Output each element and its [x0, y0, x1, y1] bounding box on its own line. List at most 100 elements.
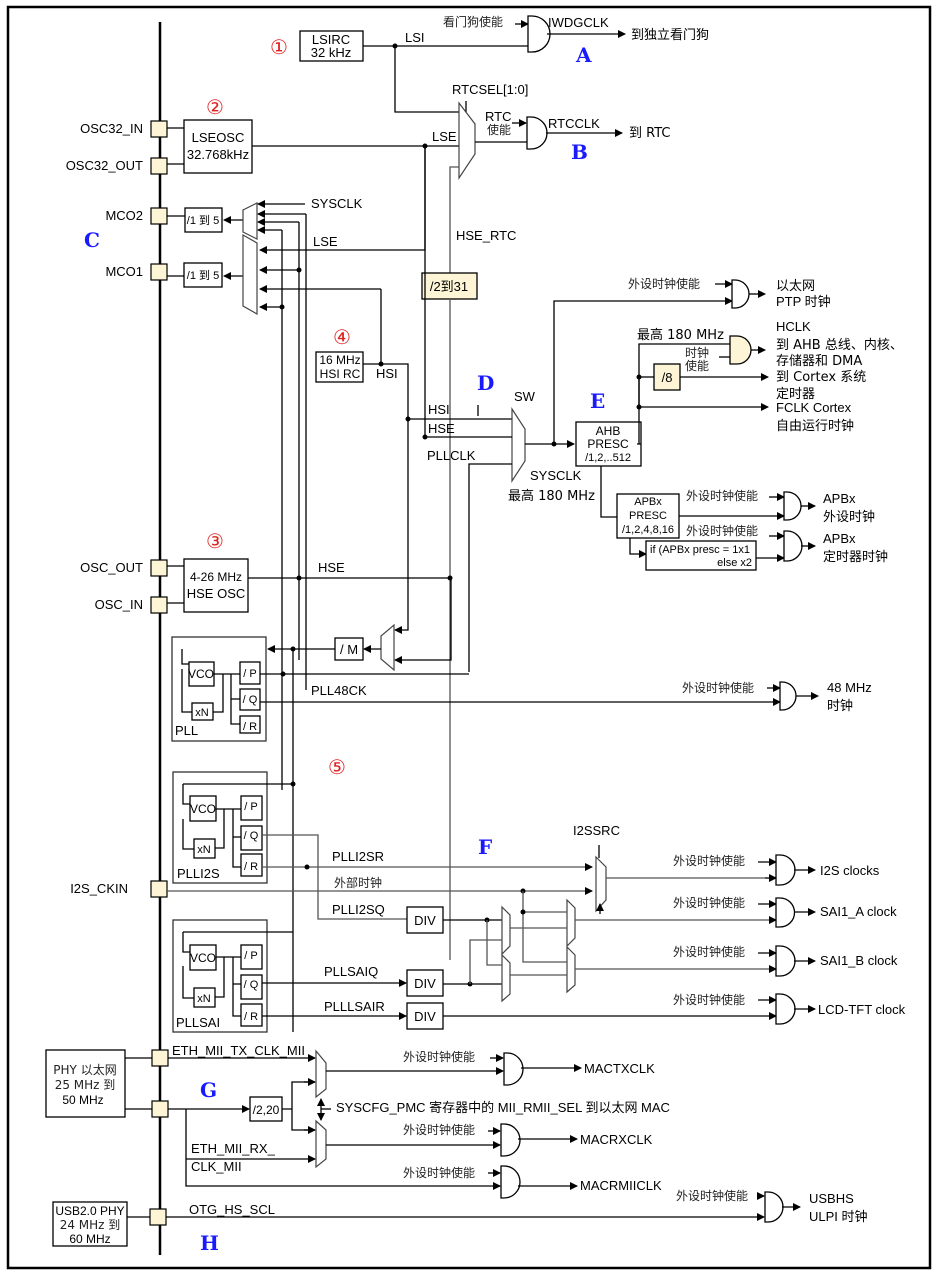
- pll-xn: xN: [195, 707, 209, 719]
- sai-a-and-gate: [775, 897, 796, 928]
- eth-rx-label-2: CLK_MII: [191, 1159, 242, 1174]
- ahb-label-3: /1,2,..512: [585, 452, 631, 464]
- eth-tx-label: ETH_MII_TX_CLK_MII: [172, 1043, 305, 1058]
- lseosc-label: LSEOSC: [192, 130, 245, 145]
- pll-r: / R: [243, 721, 257, 733]
- sai-b-and-gate: [775, 945, 796, 977]
- ahb-label-2: PRESC: [587, 437, 629, 451]
- apb-enable-label-2: 外设时钟使能: [686, 523, 758, 538]
- apb-label-2: PRESC: [629, 510, 667, 522]
- usb-phy-label-1: USB2.0 PHY: [55, 1204, 124, 1218]
- ahb-label-1: AHB: [596, 424, 621, 438]
- pll-source-mux: [380, 623, 395, 672]
- i2s-ckin-label: I2S_CKIN: [70, 881, 128, 896]
- sysclk-mco-label: SYSCLK: [311, 196, 363, 211]
- ptp-enable-label: 外设时钟使能: [628, 276, 700, 291]
- plli2s-name: PLLI2S: [177, 866, 220, 881]
- lsirc-freq: 32 kHz: [311, 45, 351, 60]
- apb-timer-label-1: if (APBx presc = 1x1: [650, 544, 750, 556]
- lse-label: LSE: [432, 129, 457, 144]
- apb-prescaler: [616, 493, 680, 539]
- eth-divider-label: /2,20: [253, 1103, 280, 1117]
- mco2-divider-label: /1 到 5: [187, 214, 219, 227]
- clk48-enable-label: 外设时钟使能: [682, 680, 754, 695]
- pllsai-xn: xN: [197, 993, 211, 1005]
- plli2s-q: / Q: [244, 830, 259, 842]
- pllsaiq-label: PLLSAIQ: [324, 964, 378, 979]
- usb-and-gate: [764, 1191, 784, 1223]
- pll-p: / P: [243, 668, 256, 680]
- sai-b-mux-2: [566, 945, 576, 994]
- hse-label: HSE: [318, 560, 345, 575]
- syscfg-label: SYSCFG_PMC 寄存器中的 MII_RMII_SEL 到以太网 MAC: [336, 1100, 670, 1115]
- hclk-and-gate: [729, 335, 752, 365]
- mco2-pin: [150, 207, 168, 225]
- sysclk-max-label: 最高 180 MHz: [508, 488, 595, 504]
- hclk-max-label: 最高 180 MHz: [637, 327, 724, 343]
- phy-eth-label-3: 50 MHz: [62, 1093, 103, 1107]
- hsirc-label: HSI RC: [320, 367, 361, 381]
- marker-1: ①: [270, 35, 288, 59]
- mco2-mux: [242, 202, 258, 240]
- usb-phy-label-3: 60 MHz: [69, 1232, 110, 1246]
- pll-main-block: VCO xN / P / Q / R PLL: [171, 636, 267, 742]
- rtcsel-label: RTCSEL[1:0]: [452, 82, 528, 97]
- pllsai-r: / R: [244, 1011, 258, 1023]
- lcd-tft-label: LCD-TFT clock: [818, 1002, 906, 1017]
- sai-b-enable-label: 外设时钟使能: [673, 944, 745, 959]
- ptp-and-gate: [731, 279, 750, 309]
- hsi-label: HSI: [376, 366, 398, 381]
- pllsai-block: VCO xN / P / Q / R PLLSAI: [172, 919, 293, 1033]
- mactx-enable-label: 外设时钟使能: [403, 1049, 475, 1064]
- hclk-label: HCLK: [776, 319, 811, 334]
- apb-timer-out-label-1: APBx: [823, 531, 856, 546]
- sysclk-label: SYSCLK: [530, 468, 582, 483]
- cortex-timer-label-1: 到 Cortex 系统: [776, 370, 866, 385]
- plli2sq-div-label: DIV: [414, 913, 436, 928]
- lsi-label: LSI: [405, 30, 425, 45]
- hseosc-freq: 4-26 MHz: [190, 570, 242, 584]
- lcd-enable-label: 外设时钟使能: [673, 992, 745, 1007]
- plllsair-div-label: DIV: [414, 1009, 436, 1024]
- mco2-label: MCO2: [105, 208, 143, 223]
- i2s-and-gate: [775, 854, 796, 886]
- apb-timer-and-gate: [783, 530, 803, 562]
- diagram-frame: [6, 5, 932, 1270]
- osc32-in-label: OSC32_IN: [80, 121, 143, 136]
- osc-in-pin: [150, 596, 168, 614]
- lcd-and-gate: [775, 993, 796, 1025]
- clk48-label-1: 48 MHz: [827, 680, 872, 695]
- sai-a-mux-2: [566, 898, 576, 948]
- eth-rx-mux: [315, 1119, 327, 1169]
- macrmii-and-gate: [500, 1165, 521, 1199]
- clk48-label-2: 时钟: [827, 698, 853, 714]
- eth-rx-label-1: ETH_MII_RX_: [191, 1141, 276, 1156]
- marker-A: A: [575, 43, 592, 67]
- plli2s-vco: VCO: [190, 802, 216, 816]
- usb-enable-label: 外设时钟使能: [676, 1188, 748, 1203]
- mactxclk-label: MACTXCLK: [584, 1061, 655, 1076]
- to-rtc-label: 到 RTC: [629, 126, 670, 141]
- eth-ptp-label-2: PTP 时钟: [776, 294, 831, 309]
- apb-timer-label-2: else x2: [717, 557, 752, 569]
- otg-hs-label: OTG_HS_SCL: [189, 1202, 275, 1217]
- watchdog-enable-label: 看门狗使能: [443, 14, 503, 29]
- eth-tx-mux: [315, 1049, 327, 1099]
- marker-D: D: [477, 371, 494, 395]
- mco1-pin: [150, 263, 168, 281]
- marker-H: H: [200, 1231, 219, 1255]
- plli2s-p: / P: [244, 801, 257, 813]
- sai-a-mux-1: [501, 905, 511, 956]
- rtc-and-gate: [526, 116, 548, 150]
- mactx-and-gate: [503, 1052, 524, 1086]
- eth-rx-pin: [151, 1100, 169, 1118]
- mco1-divider-label: /1 到 5: [187, 269, 219, 282]
- marker-E: E: [590, 389, 605, 413]
- marker-2: ②: [206, 95, 224, 119]
- sysclk-mux: [511, 406, 526, 484]
- sai-a-label: SAI1_A clock: [820, 904, 897, 919]
- hseosc-label: HSE OSC: [187, 586, 246, 601]
- plli2sr-label: PLLI2SR: [332, 849, 384, 864]
- lsirc-box: [299, 30, 364, 62]
